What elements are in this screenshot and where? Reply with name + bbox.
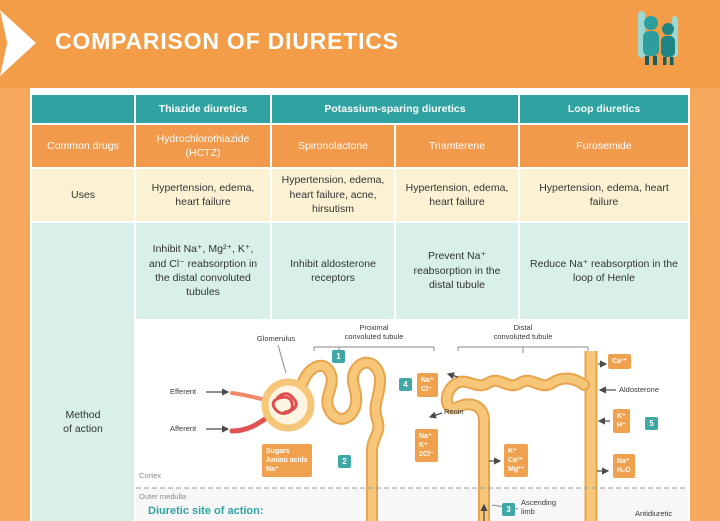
antidiuretic-label: Antidiuretic	[635, 509, 673, 518]
method-thiazide: Inhibit Na⁺, Mg²⁺, K⁺, and Cl⁻ reabsorpt…	[136, 223, 270, 319]
ascending-limb-label: Ascending limb	[521, 498, 557, 517]
proximal-bracket	[313, 346, 435, 351]
uses-spironolactone: Hypertension, edema, heart failure, acne…	[272, 169, 394, 221]
site-badge-3: 3	[502, 503, 515, 516]
site-badge-2: 2	[338, 455, 351, 468]
col-header-thiazide: Thiazide diuretics	[136, 95, 270, 123]
glomerulus-label: Glomerulus	[256, 334, 296, 343]
uses-furosemide: Hypertension, edema, heart failure	[520, 169, 688, 221]
afferent-label: Afferent	[170, 424, 197, 433]
drug-triamterene: Triamterene	[396, 125, 518, 167]
method-spironolactone: Inhibit aldosterone receptors	[272, 223, 394, 319]
site-badge-4: 4	[399, 378, 412, 391]
nephron-diagram: Proximal convoluted tubule Distal convol…	[136, 321, 688, 521]
site-badge-1: 1	[332, 350, 345, 363]
distal-tubule	[440, 372, 590, 521]
site-badge-5: 5	[645, 417, 658, 430]
row-label-uses: Uses	[32, 169, 134, 221]
aldosterone-label: Aldosterone	[619, 385, 660, 394]
potassium-hydrogen-box: K⁺ H⁺	[613, 409, 630, 434]
col-header-potassium-sparing: Potassium-sparing diuretics	[272, 95, 518, 123]
header-banner: COMPARISON OF DIURETICS	[0, 0, 720, 88]
content-card: Thiazide diuretics Potassium-sparing diu…	[30, 88, 690, 521]
sodium-potassium-chloride-box: Na⁺ K⁺ 2Cl⁻	[415, 429, 438, 463]
uses-thiazide: Hypertension, edema, heart failure	[136, 169, 270, 221]
sodium-water-box: Na⁺ H₂O	[613, 454, 635, 479]
proximal-tubule	[296, 356, 387, 521]
bowman-capsule	[261, 378, 315, 432]
drug-furosemide: Furosemide	[520, 125, 688, 167]
sodium-chloride-box: Na⁺ Cl⁻	[417, 373, 438, 398]
method-furosemide: Reduce Na⁺ reabsorption in the loop of H…	[520, 223, 688, 319]
distal-bracket	[457, 346, 589, 353]
potassium-calcium-magnesium-box: K⁺ Ca²⁺ Mg²⁺	[504, 444, 529, 478]
row-label-common-drugs: Common drugs	[32, 125, 134, 167]
drug-hctz: Hydrochlorothiazide (HCTZ)	[136, 125, 270, 167]
col-header-loop: Loop diuretics	[520, 95, 688, 123]
sugars-amino-acids-box: Sugars Amino acids Na⁺	[262, 444, 312, 478]
corner-cell	[32, 95, 134, 123]
diuretic-site-label: Diuretic site of action:	[148, 505, 264, 517]
people-icon	[638, 11, 678, 65]
drug-spironolactone: Spironolactone	[272, 125, 394, 167]
method-triamterene: Prevent Na⁺ reabsorption in the distal t…	[396, 223, 518, 319]
row-label-method: Method of action	[32, 223, 134, 521]
calcium-box: Ca²⁺	[608, 354, 631, 370]
nephron-drawing	[136, 344, 688, 521]
comparison-table: Thiazide diuretics Potassium-sparing diu…	[32, 95, 688, 521]
outer-medulla-label: Outer medulla	[139, 492, 187, 501]
chevron-arrow-icon	[0, 10, 36, 76]
glomerulus-pointer	[277, 344, 287, 374]
cortex-label: Cortex	[139, 471, 162, 480]
efferent-label: Efferent	[170, 387, 197, 396]
distal-tubule-label: Distal convoluted tubule	[493, 323, 553, 342]
page-title: COMPARISON OF DIURETICS	[55, 28, 399, 54]
glomerulus-capillaries	[271, 392, 298, 415]
transport-arrows	[206, 360, 616, 521]
uses-triamterene: Hypertension, edema, heart failure	[396, 169, 518, 221]
renin-label: Renin	[444, 407, 464, 416]
proximal-tubule-label: Proximal convoluted tubule	[344, 323, 404, 342]
